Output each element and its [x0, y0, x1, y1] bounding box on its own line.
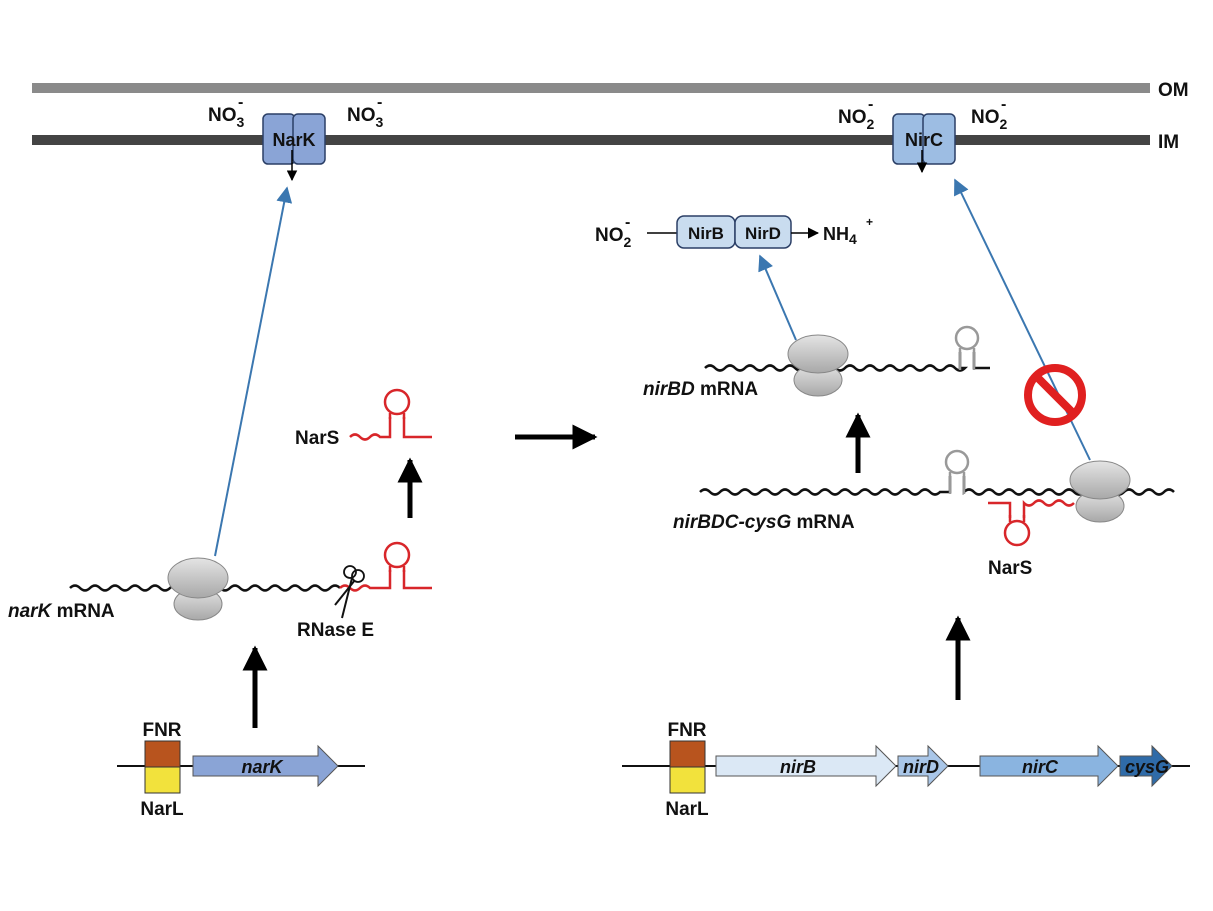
svg-text:NO3: NO3 — [208, 105, 245, 130]
nirBDC-cysG-mrna-label: nirBDC-cysG mRNA — [673, 512, 855, 533]
svg-text:NO2: NO2 — [838, 107, 875, 132]
nirD-enzyme — [734, 215, 792, 249]
reaction-substrate: NO2 — [595, 225, 632, 250]
prohibit-icon — [1024, 364, 1086, 426]
svg-text:-: - — [1001, 96, 1006, 113]
svg-text:NO3: NO3 — [347, 105, 384, 130]
inner-membrane-label: IM — [1158, 132, 1179, 153]
svg-text:+: + — [866, 215, 873, 229]
nirB-gene-arrow — [715, 744, 897, 788]
narl-box-left — [144, 766, 181, 794]
cysG-gene-label: cysG — [1125, 757, 1169, 777]
ribosome-narK — [167, 557, 229, 621]
ribosome-nirBD — [787, 334, 849, 397]
outer-membrane-label: OM — [1158, 80, 1189, 101]
nirBDC-cysG-mrna — [699, 476, 1175, 496]
narK-transporter: NarK — [262, 113, 326, 182]
nitrate-left: NO3 - — [208, 94, 245, 130]
nitrate-right: NO3 - — [347, 94, 384, 130]
nirD-gene-label: nirD — [903, 757, 939, 777]
narl-label-right: NarL — [665, 799, 709, 820]
fnr-label-right: FNR — [667, 720, 706, 741]
narS-released: NarS — [295, 388, 432, 449]
nitrite-left: NO2 - — [838, 96, 875, 132]
narS-3utr-left — [339, 570, 432, 592]
fnr-label-left: FNR — [142, 720, 181, 741]
nitrite-right: NO2 - — [971, 96, 1008, 132]
scissors-icon — [334, 565, 365, 619]
nirC-translation-arrow — [954, 178, 1091, 461]
svg-text:-: - — [377, 94, 382, 111]
narK-transporter-label: NarK — [272, 130, 315, 150]
fnr-box-right — [669, 740, 706, 768]
svg-text:-: - — [238, 94, 243, 111]
nirBDC-hairpin — [944, 449, 970, 494]
narl-box-right — [669, 766, 706, 794]
svg-text:-: - — [868, 96, 873, 113]
nirC-transporter: NirC — [892, 113, 956, 174]
narl-label-left: NarL — [140, 799, 184, 820]
nirD-enzyme-label: NirD — [745, 224, 781, 243]
nirBD-hairpin — [954, 325, 980, 370]
nirD-gene-arrow — [897, 744, 949, 788]
nirBD-mrna-label: nirBD mRNA — [643, 379, 758, 400]
fnr-box-left — [144, 740, 181, 768]
rnase-e-label: RNase E — [297, 620, 374, 641]
nirB-gene-label: nirB — [780, 757, 816, 777]
svg-text:-: - — [625, 214, 630, 231]
nirB-enzyme-label: NirB — [688, 224, 724, 243]
ribosome-nirC — [1069, 460, 1131, 523]
narK-gene-arrow — [192, 744, 339, 788]
narS-released-label: NarS — [295, 428, 339, 449]
svg-text:NO2: NO2 — [971, 107, 1008, 132]
nitrite-reduction-reaction: NO2 - NirB NirD NH4 + — [595, 214, 873, 250]
narS-bound — [988, 499, 1075, 547]
reaction-product: NH4 — [823, 224, 857, 247]
nirC-transporter-label: NirC — [905, 130, 943, 150]
nirC-gene-label: nirC — [1022, 757, 1059, 777]
narS-hairpin-left — [383, 541, 411, 572]
narK-translation-arrow — [214, 186, 293, 557]
nirBD-translation-arrow — [758, 254, 797, 341]
narK-gene-label: narK — [241, 757, 284, 777]
cysG-gene-arrow — [1119, 744, 1173, 788]
nirC-gene-arrow — [979, 744, 1119, 788]
narK-mrna-label: narK mRNA — [8, 601, 115, 622]
narS-bound-label: NarS — [988, 558, 1032, 579]
